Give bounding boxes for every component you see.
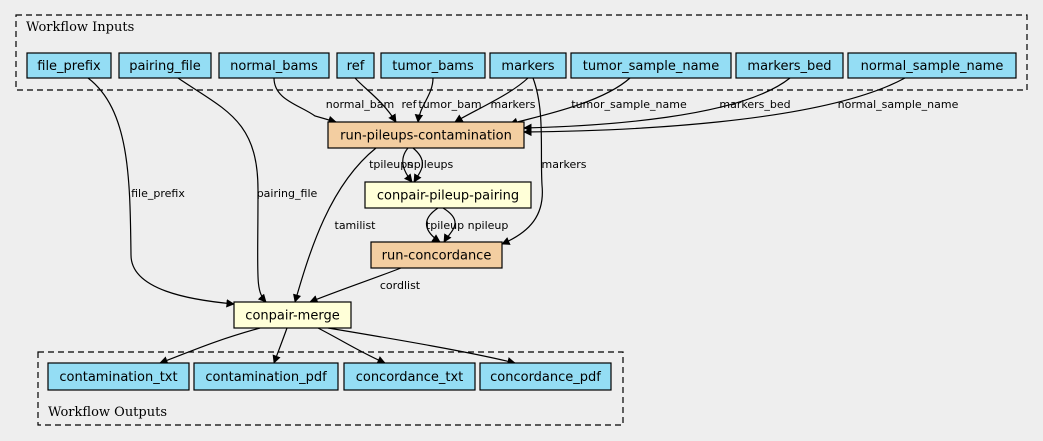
node-box-markers — [489, 52, 567, 79]
edge-label-pairing-file-to-conpair-merge-pairing-file: pairing_file — [257, 187, 318, 200]
edge-label-normal-sample-name-to-run-pileups-contamination-normal-sample-name: normal_sample_name — [838, 98, 959, 111]
node-label-concordance_pdf: concordance_pdf — [490, 370, 601, 385]
edge-run-pileups-contamination-to-conpair-pileup-pairing-tpileups — [402, 147, 413, 183]
edge-label-file-prefix-to-conpair-merge-file-prefix: file_prefix — [131, 187, 185, 200]
node-concordance_txt[interactable]: concordance_txt — [343, 362, 476, 391]
node-label-pairing_file: pairing_file — [129, 59, 201, 74]
node-label-contamination_pdf: contamination_pdf — [205, 370, 327, 385]
workflow-outputs-cluster: Workflow Outputs — [37, 351, 624, 426]
node-box-concordance_pdf — [479, 362, 612, 391]
edge-conpair-pileup-pairing-to-run-concordance-tpileup — [426, 207, 441, 243]
node-label-normal_sample_name: normal_sample_name — [861, 59, 1004, 74]
node-label-normal_bams: normal_bams — [230, 59, 318, 74]
node-label-contamination_txt: contamination_txt — [59, 370, 177, 385]
edge-label-run-concordance-to-conpair-merge-cordlist: cordlist — [380, 279, 421, 292]
node-label-ref: ref — [347, 59, 365, 74]
node-normal_sample_name[interactable]: normal_sample_name — [847, 52, 1017, 79]
node-box-run-concordance — [370, 241, 503, 269]
node-label-run-concordance: run-concordance — [382, 249, 492, 264]
node-label-tumor_bams: tumor_bams — [392, 59, 474, 74]
edge-conpair-pileup-pairing-to-run-concordance-npileup — [442, 207, 456, 243]
edge-label-normal-bams-to-run-pileups-contamination-normal-bam: normal_bam — [326, 98, 394, 111]
edge-normal-bams-to-run-pileups-contamination-normal-bam — [273, 77, 337, 124]
edge-file-prefix-to-conpair-merge-file-prefix — [87, 77, 235, 308]
node-box-conpair-pileup-pairing — [364, 181, 532, 209]
node-normal_bams[interactable]: normal_bams — [218, 52, 330, 79]
node-label-markers_bed: markers_bed — [747, 59, 831, 74]
node-box-tumor_sample_name — [570, 52, 732, 79]
node-ref[interactable]: ref — [336, 52, 375, 79]
edge-markers-to-run-concordance-markers — [501, 77, 543, 245]
node-label-tumor_sample_name: tumor_sample_name — [583, 59, 719, 74]
node-box-normal_sample_name — [847, 52, 1017, 79]
node-pairing_file[interactable]: pairing_file — [118, 52, 212, 79]
workflow-inputs-title: Workflow Inputs — [26, 20, 134, 35]
node-contamination_txt[interactable]: contamination_txt — [47, 362, 190, 391]
edge-run-concordance-to-conpair-merge-cordlist — [309, 267, 402, 304]
node-label-conpair-pileup-pairing: conpair-pileup-pairing — [377, 189, 519, 204]
node-run-concordance[interactable]: run-concordance — [370, 241, 503, 269]
edge-normal-sample-name-to-run-pileups-contamination-normal-sample-name — [523, 77, 906, 137]
node-box-file_prefix — [26, 52, 112, 79]
edge-pairing-file-to-conpair-merge-pairing-file — [177, 77, 267, 303]
workflow-outputs-title: Workflow Outputs — [48, 405, 167, 420]
edge-label-conpair-pileup-pairing-to-run-concordance-npileup: npileup — [468, 219, 509, 232]
edge-label-tumor-sample-name-to-run-pileups-contamination-tumor-sample-name: tumor_sample_name — [571, 98, 687, 111]
node-tumor_bams[interactable]: tumor_bams — [380, 52, 486, 79]
edge-ref-to-run-pileups-contamination-ref — [354, 77, 397, 123]
edge-tumor-bams-to-run-pileups-contamination-tumor-bam — [414, 77, 434, 123]
node-file_prefix[interactable]: file_prefix — [26, 52, 112, 79]
edge-markers-bed-to-run-pileups-contamination-markers-bed — [523, 77, 791, 132]
node-markers_bed[interactable]: markers_bed — [735, 52, 844, 79]
node-box-conpair-merge — [233, 301, 352, 329]
edge-conpair-merge-to-concordance-txt — [317, 327, 386, 364]
edge-label-markers-to-run-pileups-contamination-markers: markers — [491, 98, 536, 111]
edge-conpair-merge-to-contamination-txt — [159, 327, 261, 365]
edge-label-run-pileups-contamination-to-conpair-pileup-pairing-npileups: npileups — [407, 158, 454, 171]
node-box-ref — [336, 52, 375, 79]
edge-label-tumor-bams-to-run-pileups-contamination-tumor-bam: tumor_bam — [418, 98, 481, 111]
node-box-run-pileups-contamination — [327, 121, 525, 149]
edge-run-pileups-contamination-to-conpair-merge-tamilist — [293, 147, 377, 303]
edge-conpair-merge-to-contamination-pdf — [272, 327, 288, 364]
node-markers[interactable]: markers — [489, 52, 567, 79]
edge-label-markers-bed-to-run-pileups-contamination-markers-bed: markers_bed — [719, 98, 790, 111]
node-label-concordance_txt: concordance_txt — [356, 370, 464, 385]
edge-run-pileups-contamination-to-conpair-pileup-pairing-npileups — [412, 147, 423, 183]
edge-label-markers-to-run-concordance-markers: markers — [542, 158, 587, 171]
node-box-markers_bed — [735, 52, 844, 79]
node-box-contamination_txt — [47, 362, 190, 391]
node-concordance_pdf[interactable]: concordance_pdf — [479, 362, 612, 391]
edge-conpair-merge-to-concordance-pdf — [327, 327, 516, 366]
edge-label-conpair-pileup-pairing-to-run-concordance-tpileup: tpileup — [426, 219, 464, 232]
edge-label-run-pileups-contamination-to-conpair-merge-tamilist: tamilist — [335, 219, 377, 232]
node-box-concordance_txt — [343, 362, 476, 391]
edge-markers-to-run-pileups-contamination-markers — [454, 77, 529, 123]
node-box-contamination_pdf — [193, 362, 339, 391]
node-conpair-merge[interactable]: conpair-merge — [233, 301, 352, 329]
node-box-pairing_file — [118, 52, 212, 79]
node-label-markers: markers — [501, 59, 554, 74]
workflow-inputs-cluster: Workflow Inputs — [15, 14, 1028, 91]
node-label-run-pileups-contamination: run-pileups-contamination — [340, 129, 512, 144]
edge-label-run-pileups-contamination-to-conpair-pileup-pairing-tpileups: tpileups — [369, 158, 413, 171]
node-run-pileups-contamination[interactable]: run-pileups-contamination — [327, 121, 525, 149]
node-box-normal_bams — [218, 52, 330, 79]
node-label-file_prefix: file_prefix — [37, 59, 101, 74]
node-contamination_pdf[interactable]: contamination_pdf — [193, 362, 339, 391]
edge-label-ref-to-run-pileups-contamination-ref: ref — [402, 98, 418, 111]
node-conpair-pileup-pairing[interactable]: conpair-pileup-pairing — [364, 181, 532, 209]
node-label-conpair-merge: conpair-merge — [245, 309, 339, 324]
node-box-tumor_bams — [380, 52, 486, 79]
node-tumor_sample_name[interactable]: tumor_sample_name — [570, 52, 732, 79]
